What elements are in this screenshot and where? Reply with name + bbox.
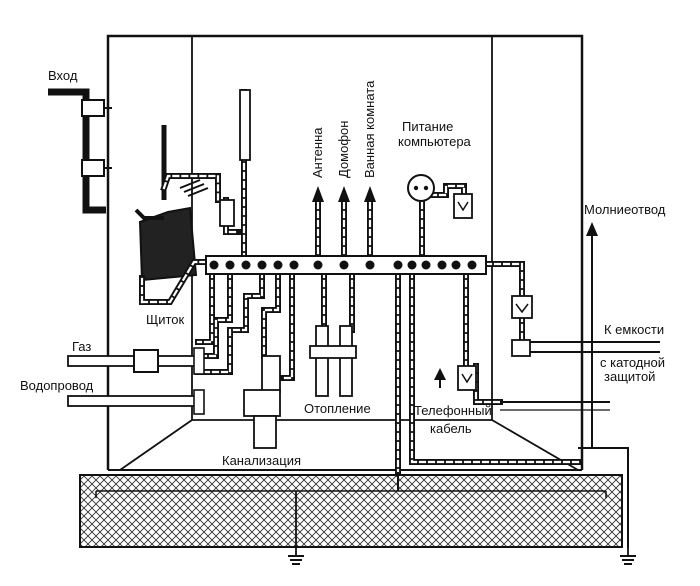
ground-electrodes [288,472,636,565]
label-gaz: Газ [72,339,91,354]
lightning-conductor [578,222,629,548]
label-vodoprovod: Водопровод [20,378,94,393]
label-k-emkosti: К емкости [604,322,664,337]
heating-pipes [309,325,357,397]
sewer-stack [243,355,281,449]
main-bus-bar [205,255,487,275]
label-otoplenie: Отопление [304,401,371,416]
label-molnieotvod: Молниеотвод [584,202,666,217]
water-pipe [67,389,205,415]
label-vannaya: Ванная комната [362,80,377,178]
electrical-panel [134,125,209,282]
label-vhod: Вход [48,68,78,83]
gas-pipe [67,347,205,375]
tank-connection [511,295,660,357]
foundation [79,474,623,548]
label-katod-2: защитой [604,369,655,384]
label-pitanie-1: Питание [402,119,453,134]
computer-socket [407,174,473,219]
riser-arrows [312,186,376,202]
label-domofon: Домофон [336,121,351,178]
label-telefonny-2: кабель [430,421,472,436]
panel-clamp [219,199,235,227]
incoming-supply [48,88,112,214]
label-katod-1: с катодной [600,355,665,370]
label-kanalizatsiya: Канализация [222,453,301,468]
label-pitanie-2: компьютера [398,134,472,149]
bonding-conductors [139,89,581,475]
label-shchitok: Щиток [146,312,184,327]
label-telefonny-1: Телефонный [414,403,492,418]
riser-pole [239,89,251,161]
label-antenna: Антенна [310,127,325,178]
